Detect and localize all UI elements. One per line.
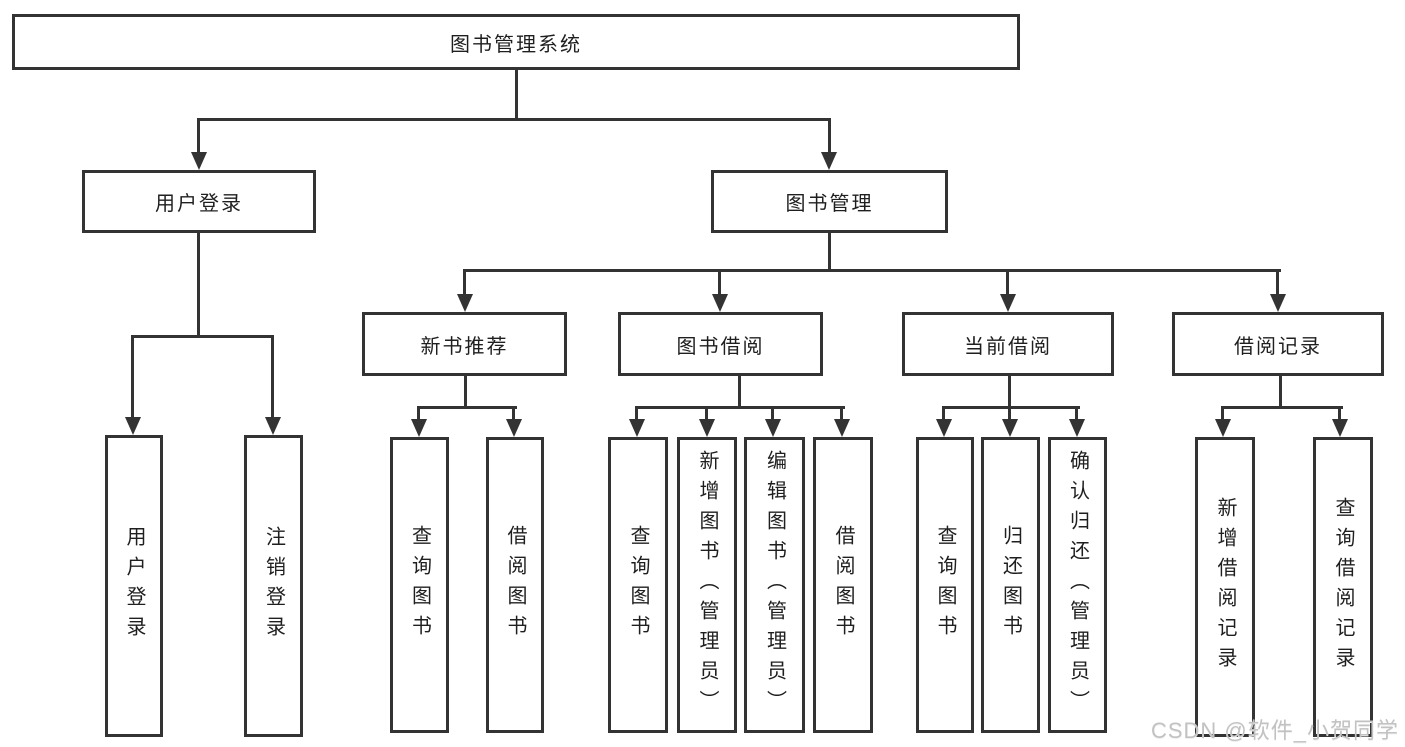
leaf-label: 新增图书（管理员） <box>696 450 718 720</box>
leaf-logout: 注销登录 <box>244 435 303 737</box>
connector-drop-borrow-records <box>1276 269 1279 297</box>
node-new-books-label: 新书推荐 <box>420 335 509 358</box>
node-current-borrow: 当前借阅 <box>902 312 1114 376</box>
node-root-label: 图书管理系统 <box>450 33 582 56</box>
leaf-label: 确认归还（管理员） <box>1066 450 1089 720</box>
node-book-borrow-label: 图书借阅 <box>676 335 765 358</box>
arrow-down-icon <box>629 419 645 437</box>
csdn-watermark: CSDN @软件_小贺同学 <box>1150 718 1399 743</box>
leaf-add-books-admin: 新增图书（管理员） <box>677 437 737 733</box>
connector-current-borrow-stem <box>1008 376 1011 408</box>
node-book-mgmt: 图书管理 <box>711 170 948 233</box>
leaf-label: 查询图书 <box>408 525 431 645</box>
node-new-books: 新书推荐 <box>362 312 567 376</box>
connector-book-mgmt-rail <box>463 269 1281 272</box>
arrow-down-icon <box>265 417 281 435</box>
arrow-down-icon <box>712 294 728 312</box>
connector-drop-leaf <box>1221 406 1224 422</box>
node-user-login-label: 用户登录 <box>155 193 243 215</box>
arrow-down-icon <box>765 419 781 437</box>
leaf-query-books: 查询图书 <box>916 437 974 733</box>
leaf-label: 新增借阅记录 <box>1214 497 1236 677</box>
connector-drop-leaf <box>771 406 774 422</box>
connector-user-login-stem <box>197 233 200 335</box>
leaf-label: 借阅图书 <box>832 525 854 645</box>
connector-drop-leaf <box>417 406 420 422</box>
leaf-edit-books-admin: 编辑图书（管理员） <box>744 437 805 733</box>
leaf-user-login: 用户登录 <box>105 435 163 737</box>
connector-drop-leaf <box>131 335 134 419</box>
leaf-query-borrow-record: 查询借阅记录 <box>1313 437 1373 737</box>
leaf-label: 注销登录 <box>262 526 285 646</box>
connector-book-borrow-stem <box>738 376 741 408</box>
leaf-borrow-books: 借阅图书 <box>486 437 544 733</box>
node-root: 图书管理系统 <box>12 14 1020 70</box>
arrow-down-icon <box>1069 419 1085 437</box>
connector-drop-book-borrow <box>718 269 721 297</box>
connector-drop-leaf <box>942 406 945 422</box>
connector-root-rail <box>197 118 831 121</box>
arrow-down-icon <box>411 419 427 437</box>
arrow-down-icon <box>506 419 522 437</box>
leaf-label: 查询图书 <box>627 525 649 645</box>
leaf-borrow-books: 借阅图书 <box>813 437 873 733</box>
node-user-login: 用户登录 <box>82 170 316 233</box>
connector-drop-new-books <box>463 269 466 297</box>
connector-drop-leaf <box>1338 406 1341 422</box>
node-borrow-records: 借阅记录 <box>1172 312 1384 376</box>
arrow-down-icon <box>191 152 207 170</box>
connector-drop-leaf <box>1075 406 1078 422</box>
connector-drop-leaf <box>271 335 274 419</box>
leaf-label: 用户登录 <box>123 526 145 646</box>
connector-book-borrow-rail <box>635 406 845 409</box>
leaf-label: 查询图书 <box>934 525 956 645</box>
connector-borrow-records-stem <box>1279 376 1282 408</box>
arrow-down-icon <box>1270 294 1286 312</box>
arrow-down-icon <box>834 419 850 437</box>
connector-drop-leaf <box>705 406 708 422</box>
leaf-query-books: 查询图书 <box>608 437 668 733</box>
leaf-label: 借阅图书 <box>504 525 526 645</box>
connector-drop-book-mgmt <box>828 118 831 154</box>
leaf-label: 编辑图书（管理员） <box>763 450 786 720</box>
connector-drop-leaf <box>635 406 638 422</box>
connector-user-login-rail <box>131 335 274 338</box>
connector-root-stem <box>515 70 518 118</box>
connector-borrow-records-rail <box>1221 406 1343 409</box>
arrow-down-icon <box>699 419 715 437</box>
arrow-down-icon <box>1332 419 1348 437</box>
arrow-down-icon <box>936 419 952 437</box>
connector-drop-current-borrow <box>1006 269 1009 297</box>
node-book-mgmt-label: 图书管理 <box>785 193 874 215</box>
leaf-add-borrow-record: 新增借阅记录 <box>1195 437 1255 737</box>
leaf-label: 归还图书 <box>999 525 1022 645</box>
node-borrow-records-label: 借阅记录 <box>1234 335 1322 358</box>
connector-drop-leaf <box>840 406 843 422</box>
arrow-down-icon <box>1002 419 1018 437</box>
leaf-query-books: 查询图书 <box>390 437 449 733</box>
arrow-down-icon <box>125 417 141 435</box>
connector-current-borrow-rail <box>942 406 1080 409</box>
leaf-label: 查询借阅记录 <box>1332 497 1354 677</box>
connector-drop-leaf <box>1008 406 1011 422</box>
node-book-borrow: 图书借阅 <box>618 312 823 376</box>
arrow-down-icon <box>457 294 473 312</box>
leaf-return-books: 归还图书 <box>981 437 1040 733</box>
connector-book-mgmt-stem <box>828 233 831 271</box>
connector-new-books-stem <box>464 376 467 408</box>
leaf-confirm-return-admin: 确认归还（管理员） <box>1048 437 1107 733</box>
connector-new-books-rail <box>417 406 517 409</box>
connector-drop-user-login <box>197 118 200 154</box>
arrow-down-icon <box>1000 294 1016 312</box>
connector-drop-leaf <box>512 406 515 422</box>
arrow-down-icon <box>1215 419 1231 437</box>
node-current-borrow-label: 当前借阅 <box>964 335 1052 358</box>
arrow-down-icon <box>821 152 837 170</box>
